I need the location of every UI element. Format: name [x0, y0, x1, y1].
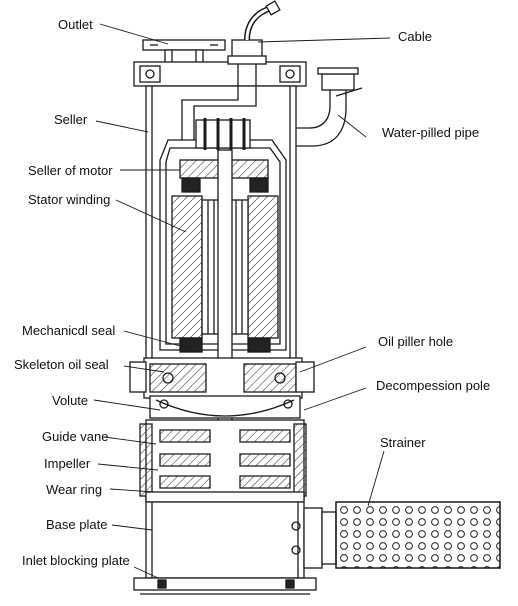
- leader-lines: [93, 23, 391, 579]
- label-water-pipe: Water-pilled pipe: [382, 125, 480, 140]
- base-section: [133, 501, 317, 595]
- volute: [149, 395, 301, 419]
- label-outlet: Outlet: [58, 17, 93, 32]
- label-decompression-pole: Decompession pole: [376, 378, 491, 393]
- label-volute: Volute: [52, 393, 89, 408]
- label-stator-winding: Stator winding: [28, 192, 111, 207]
- label-base-plate: Base plate: [46, 517, 108, 532]
- label-skeleton-oil-seal: Skeleton oil seal: [14, 357, 109, 372]
- label-mechanical-seal: Mechanicdl seal: [22, 323, 116, 338]
- label-oil-filler-hole: Oil piller hole: [378, 334, 454, 349]
- label-guide-vane: Guide vane: [42, 429, 109, 444]
- strainer-assembly: [291, 501, 501, 569]
- pump-stages: [139, 419, 307, 503]
- label-cable: Cable: [398, 29, 432, 44]
- top-cover: [133, 61, 307, 87]
- label-strainer: Strainer: [380, 435, 426, 450]
- label-wear-ring: Wear ring: [46, 482, 103, 497]
- label-seller: Seller: [54, 112, 88, 127]
- label-seller-of-motor: Seller of motor: [28, 163, 113, 178]
- label-inlet-blocking-plate: Inlet blocking plate: [22, 553, 130, 568]
- cable-gland: [227, 0, 281, 65]
- oil-chamber: [143, 357, 303, 399]
- water-filled-pipe: [296, 67, 363, 147]
- label-impeller: Impeller: [44, 456, 91, 471]
- strainer: [335, 501, 501, 569]
